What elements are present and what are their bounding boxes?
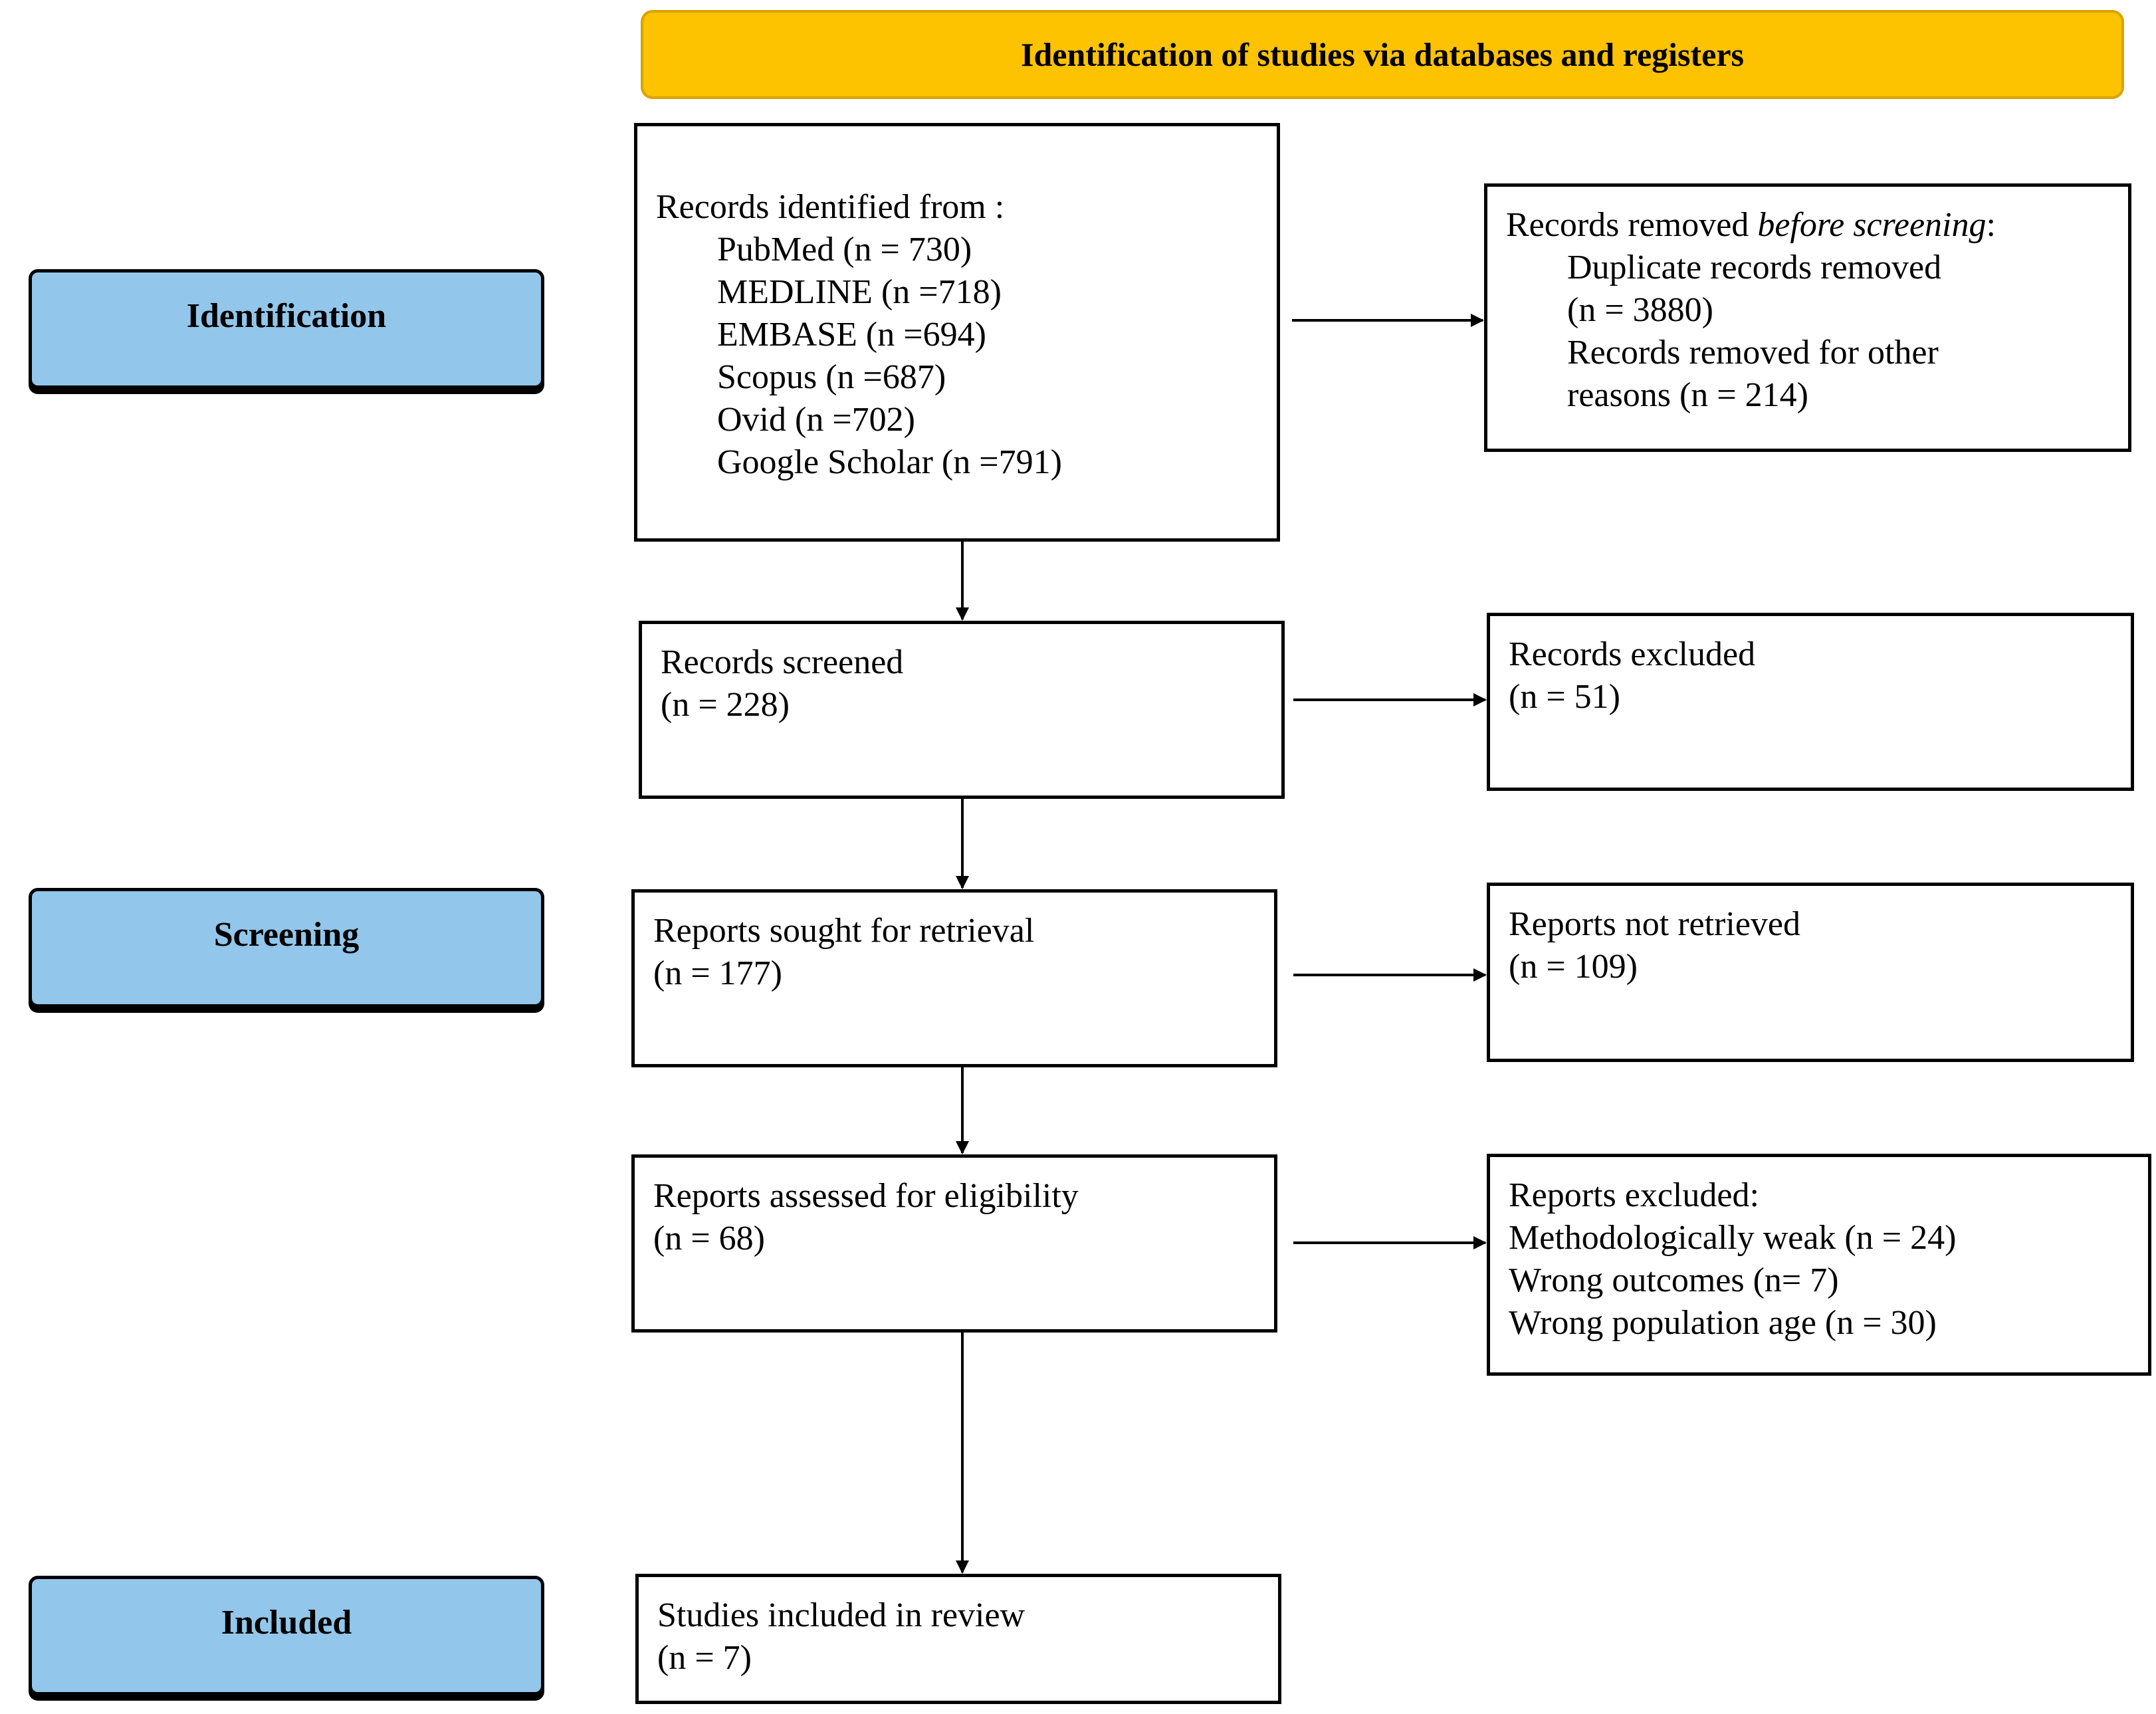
reports-sought-box: Reports sought for retrieval (n = 177) [631, 889, 1277, 1067]
records-removed-heading: Records removed before screening: [1506, 204, 2128, 247]
records-excluded-label: Records excluded [1509, 635, 1756, 673]
source-embase: EMBASE (n =694) [717, 316, 986, 354]
records-removed-heading-suffix: : [1986, 206, 1996, 244]
studies-included-count: (n = 7) [657, 1639, 752, 1677]
duplicate-records-label: Duplicate records removed [1567, 249, 1942, 286]
records-identified-box: Records identified from : PubMed (n = 73… [634, 123, 1280, 542]
records-excluded-count: (n = 51) [1509, 678, 1620, 716]
studies-included-label: Studies included in review [657, 1596, 1025, 1634]
source-google-scholar: Google Scholar (n =791) [717, 443, 1062, 481]
reports-excluded-box: Reports excluded: Methodologically weak … [1487, 1154, 2151, 1376]
other-reasons-count: reasons (n = 214) [1567, 376, 1808, 414]
reason-methodologically-weak: Methodologically weak (n = 24) [1509, 1219, 1957, 1257]
stage-screening: Screening [29, 888, 544, 1008]
duplicate-records-count: (n = 3880) [1567, 291, 1713, 329]
studies-included-box: Studies included in review (n = 7) [635, 1574, 1281, 1704]
records-removed-heading-prefix: Records removed [1506, 206, 1758, 244]
reports-assessed-box: Reports assessed for eligibility (n = 68… [631, 1154, 1277, 1333]
reason-wrong-outcomes: Wrong outcomes (n= 7) [1509, 1261, 1839, 1299]
reports-not-retrieved-count: (n = 109) [1509, 948, 1638, 986]
reports-excluded-label: Reports excluded: [1509, 1176, 1759, 1214]
reason-wrong-population-age: Wrong population age (n = 30) [1509, 1304, 1937, 1342]
source-medline: MEDLINE (n =718) [717, 273, 1002, 311]
header-banner: Identification of studies via databases … [641, 10, 2124, 99]
reports-not-retrieved-label: Reports not retrieved [1509, 905, 1800, 943]
reports-sought-label: Reports sought for retrieval [653, 912, 1035, 950]
other-reasons-label: Records removed for other [1567, 334, 1939, 372]
records-removed-box: Records removed before screening: Duplic… [1484, 183, 2131, 452]
records-excluded-box: Records excluded (n = 51) [1487, 613, 2134, 791]
source-scopus: Scopus (n =687) [717, 358, 946, 396]
records-identified-heading: Records identified from : [656, 188, 1005, 226]
records-screened-box: Records screened (n = 228) [639, 621, 1285, 799]
reports-assessed-label: Reports assessed for eligibility [653, 1177, 1079, 1215]
records-screened-label: Records screened [661, 643, 904, 681]
reports-sought-count: (n = 177) [653, 954, 782, 992]
records-removed-heading-italic: before screening [1757, 206, 1987, 244]
reports-not-retrieved-box: Reports not retrieved (n = 109) [1487, 883, 2134, 1062]
stage-included: Included [29, 1576, 544, 1695]
source-ovid: Ovid (n =702) [717, 401, 915, 439]
reports-assessed-count: (n = 68) [653, 1220, 765, 1257]
records-screened-count: (n = 228) [661, 686, 790, 724]
source-pubmed: PubMed (n = 730) [717, 231, 972, 268]
stage-identification: Identification [29, 269, 544, 389]
